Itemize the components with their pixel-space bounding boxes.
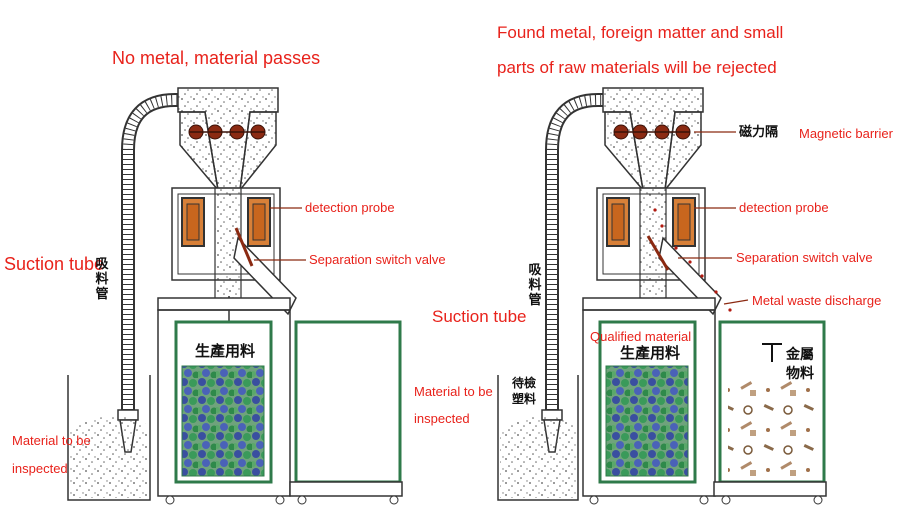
right-product-cn-label: 生產用料 (620, 344, 681, 362)
right-pending-cn-label-2: 塑料 (512, 392, 537, 406)
right-suction-tube-cn-label: 吸料管 (528, 263, 542, 308)
left-suction-tube-cn-label: 吸料管 (95, 257, 109, 302)
left-headline: No metal, material passes (112, 48, 321, 68)
right-qualified-label: Qualified material (590, 329, 692, 344)
right-inspected-label-2: inspected (414, 411, 470, 426)
magnetic-rollers-left (188, 124, 266, 140)
right-detection-probe-label: detection probe (739, 200, 829, 215)
magnetic-rollers-right (613, 124, 691, 140)
right-metal-waste-label: Metal waste discharge (752, 293, 882, 308)
left-separation-valve-label: Separation switch valve (309, 252, 446, 267)
left-inspected-label-2: inspected (12, 461, 68, 476)
left-machine (67, 87, 403, 505)
left-suction-tube-label: Suction tube (4, 254, 105, 274)
right-suction-tube-label: Suction tube (432, 307, 527, 326)
left-inspected-label-1: Material to be (12, 433, 91, 448)
right-headline-2: parts of raw materials will be rejected (497, 58, 777, 77)
right-pending-cn-label-1: 待檢 (512, 376, 537, 390)
right-headline-1: Found metal, foreign matter and small (497, 23, 784, 42)
right-magnetic-barrier-cn-label: 磁力隔 (739, 125, 779, 140)
right-machine (497, 87, 827, 505)
left-detection-probe-label: detection probe (305, 200, 395, 215)
right-metal-cn-label-2: 物料 (786, 366, 814, 382)
right-magnetic-barrier-label: Magnetic barrier (799, 126, 893, 141)
right-inspected-label-1: Material to be (414, 384, 493, 399)
left-product-cn-label: 生產用料 (195, 342, 256, 360)
right-metal-cn-label-1: 金屬 (786, 347, 814, 363)
right-separation-valve-label: Separation switch valve (736, 250, 873, 265)
